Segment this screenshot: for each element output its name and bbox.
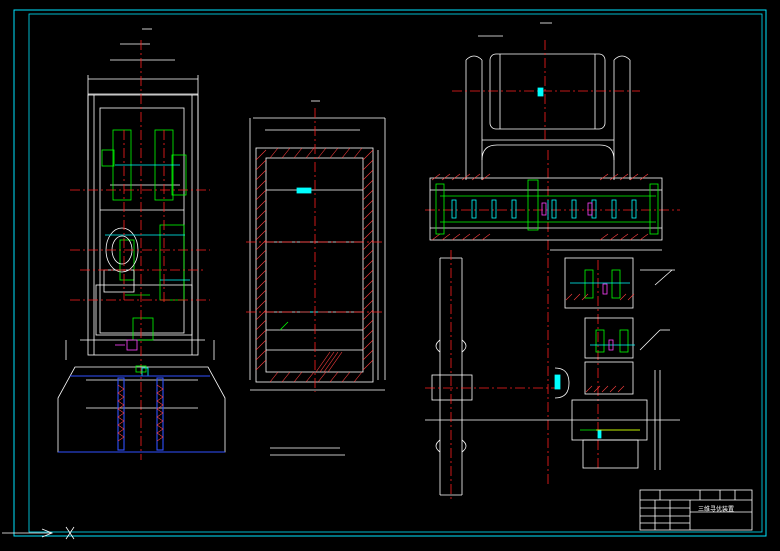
ucs-axis-icon: [2, 526, 75, 540]
right-transmission-view: [425, 22, 680, 500]
title-block-name: 三维寻优装置: [698, 506, 735, 513]
left-side-view: [57, 28, 226, 460]
title-block: [639, 489, 753, 531]
sheet-frame: [13, 9, 767, 537]
middle-section-view: [246, 100, 386, 456]
